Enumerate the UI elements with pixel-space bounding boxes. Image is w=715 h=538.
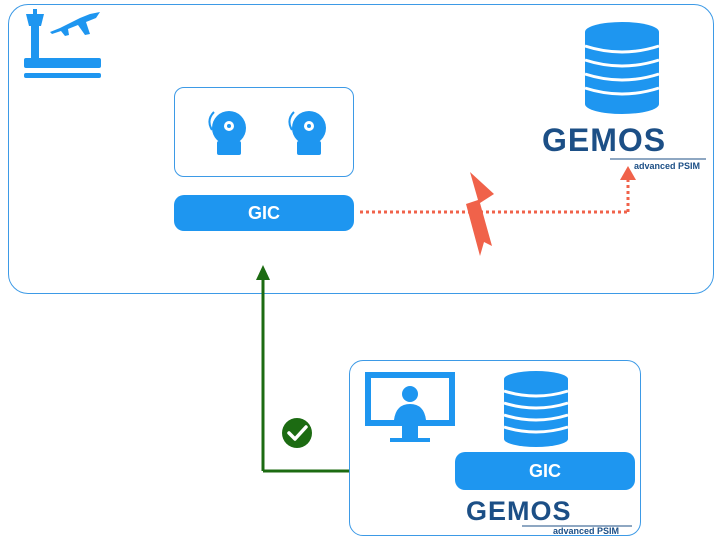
gic-remote-node: GIC <box>455 452 635 490</box>
gemos-subtitle-site: advanced PSIM <box>634 161 701 171</box>
gemos-logo-site: GEMOS <box>542 122 667 158</box>
gemos-subtitle-remote: advanced PSIM <box>553 526 620 536</box>
gic-site-node: GIC <box>174 195 354 231</box>
gemos-logo-remote: GEMOS <box>466 496 572 526</box>
